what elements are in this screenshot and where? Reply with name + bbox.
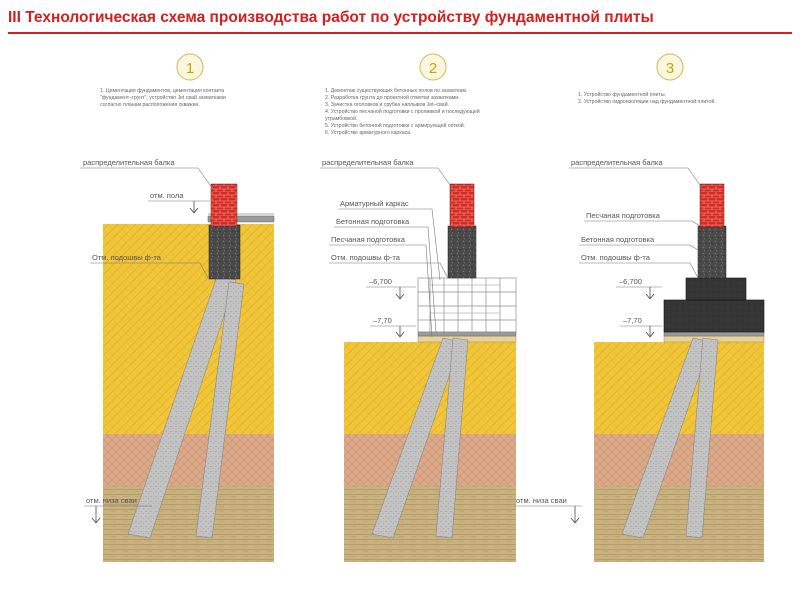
stage-1-clay-layer (103, 434, 274, 486)
stage-3-label-beam: распределительная балка (571, 158, 663, 167)
stage-1-label-pile-bottom: отм. низа сваи (86, 496, 137, 505)
stage-3-number: 3 (666, 60, 674, 77)
stage-2-concrete-prep (417, 331, 517, 337)
stage-1-label-floor: отм. пола (150, 191, 184, 200)
stage-2-label-sole: Отм. подошвы ф-та (331, 253, 401, 262)
stage-3-jet-pile-right (685, 337, 719, 539)
stage-2-label-rebar: Арматурный каркас (340, 199, 409, 208)
stage-2-number-circle (419, 53, 447, 81)
stage-2-section: 2 1. Демонтаж существующих бетонных поло… (320, 53, 582, 562)
stage-1-note-1: 1. Цементация фундаментов, цементация ко… (100, 88, 224, 94)
stage-1-note-2: "фундамент–грунт"; устройство Jet свай з… (100, 94, 226, 101)
stage-3-foundation-slab (663, 299, 765, 333)
stage-1-label-sole: Отм. подошвы ф-та (92, 253, 162, 262)
page-title: III Технологическая схема производства р… (8, 9, 654, 26)
stage-2-note-1: 1. Демонтаж существующих бетонных полов … (325, 88, 467, 94)
stage-3-concrete-prep (663, 331, 765, 337)
stage-1-foundation (208, 224, 241, 280)
stage-3-label-sand: Песчаная подготовка (586, 211, 661, 220)
stage-3-note-1: 1. Устройство фундаментной плиты. (578, 91, 666, 98)
stage-1-floor-top (208, 213, 274, 216)
stage-3-section: 3 1. Устройство фундаментной плиты. 2. У… (569, 53, 765, 562)
stage-3-label-concrete: Бетонная подготовка (581, 235, 655, 244)
stage-2-note-4: 4. Устройство песчаной подготовки с прол… (325, 108, 480, 115)
stage-1-section: 1 1. Цементация фундаментов, цементация … (80, 53, 275, 562)
stage-2-note-7: 6. Устройство арматурного каркаса. (325, 129, 412, 136)
stage-3-level-1: –6,700 (619, 277, 642, 286)
stage-2-brick-wall (449, 183, 475, 228)
stage-2-number: 2 (429, 60, 437, 77)
title-underline (8, 32, 792, 34)
stage-2-foundation (447, 225, 477, 279)
stage-2-note-5: утрамбовкой. (325, 115, 357, 122)
stage-3-label-sole: Отм. подошвы ф-та (581, 253, 651, 262)
stage-1-label-beam: распределительная балка (83, 158, 175, 167)
stage-3-clay-layer (594, 434, 764, 486)
stage-3-loam-layer (594, 486, 764, 562)
stage-2-note-3: 3. Зачистка оголовков и срубка наплывов … (325, 101, 449, 108)
stage-2-label-concrete: Бетонная подготовка (336, 217, 410, 226)
stage-3-note-2: 2. Устройство гидроизоляции над фундамен… (578, 98, 716, 105)
stage-1-brick-wall (210, 183, 238, 227)
stage-3-level-2: –7,70 (623, 316, 642, 325)
stage-1-number-circle (176, 53, 204, 81)
stage-2-clay-layer (344, 434, 516, 486)
stage-1-jet-pile-right (195, 281, 245, 539)
stage-2-level-1: –6,700 (369, 277, 392, 286)
stage-2-label-sand: Песчаная подготовка (331, 235, 406, 244)
stage-3-brick-wall (699, 183, 725, 228)
stage-3-slab-upper (685, 277, 747, 301)
stage-3-number-circle (656, 53, 684, 81)
stage-2-note-2: 2. Разработка грунта до проектной отметк… (325, 94, 460, 101)
stage-1-number: 1 (186, 60, 194, 77)
stage-2-note-6: 5. Устройство бетонной подготовки с арми… (325, 122, 465, 129)
stage-2-jet-pile-right (435, 337, 469, 539)
stage-1-note-3: согласно планам расположения скважин. (100, 102, 200, 108)
stage-2-loam-layer (344, 486, 516, 562)
stage-3-foundation (697, 225, 727, 279)
stage-2-label-beam: распределительная балка (322, 158, 414, 167)
stage-2-level-2: –7,70 (373, 316, 392, 325)
stage-2-label-pile-bottom: отм. низа сваи (516, 496, 567, 505)
